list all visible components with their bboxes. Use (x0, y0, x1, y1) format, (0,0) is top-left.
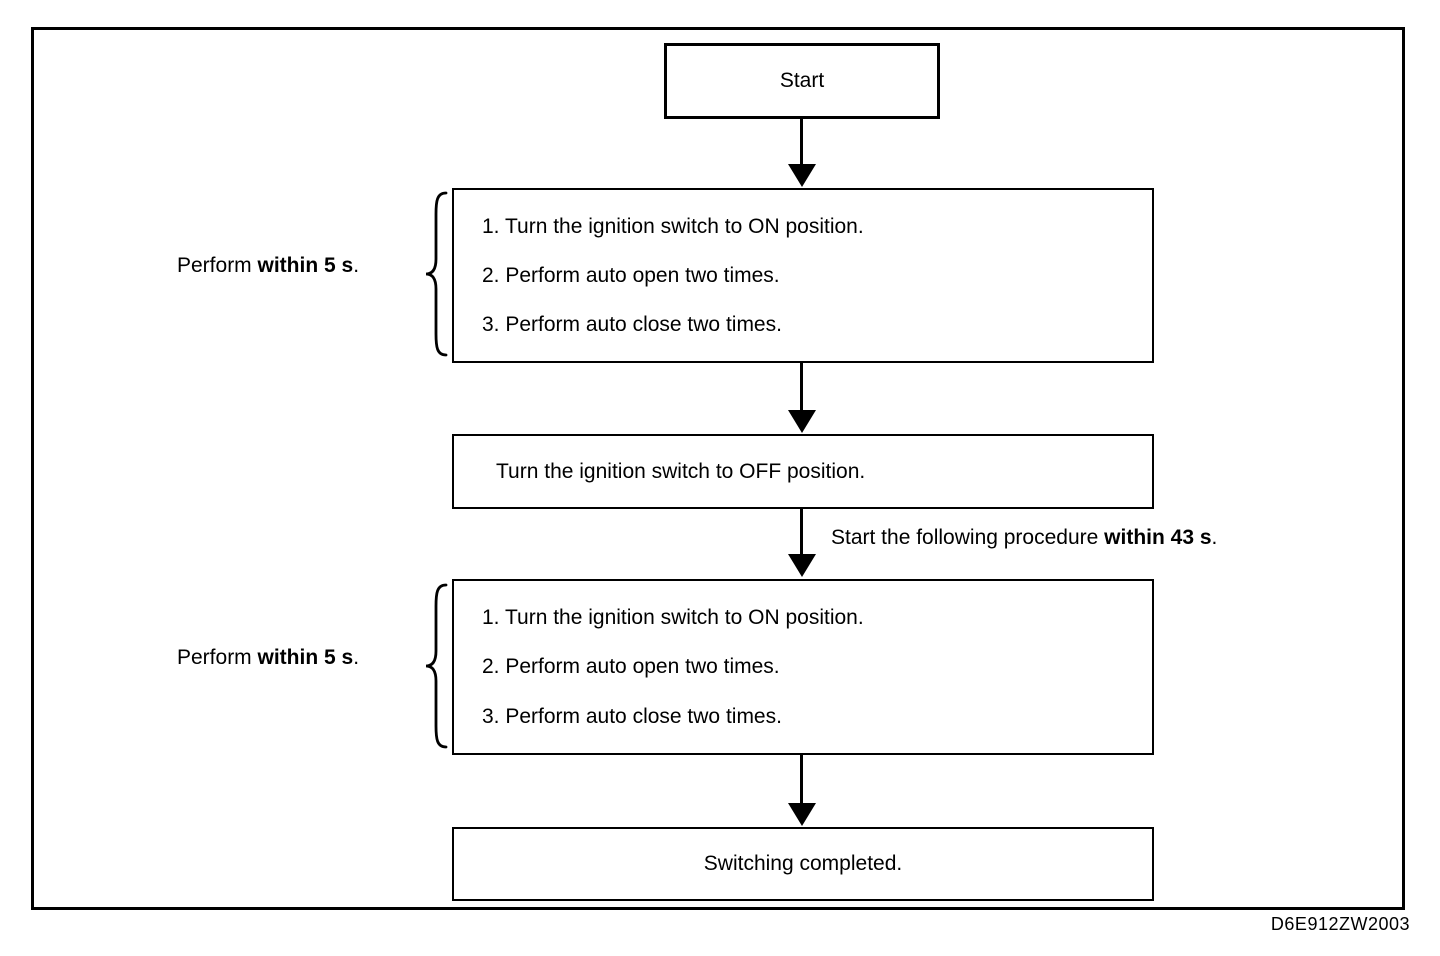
procedure-step: 1. Turn the ignition switch to ON positi… (482, 214, 864, 238)
flow-node-procedure-1: 1. Turn the ignition switch to ON positi… (452, 188, 1154, 363)
side-label-bold-text: within 5 s (257, 254, 354, 277)
down-arrow-line-4 (800, 755, 803, 805)
side-label-perform-within-5s: Perform within 5 s. (177, 646, 359, 670)
side-label-text: Perform (177, 254, 258, 277)
procedure-step: 1. Turn the ignition switch to ON positi… (482, 606, 864, 630)
side-label-period: . (353, 254, 360, 277)
procedure-step: 3. Perform auto close two times. (482, 704, 782, 728)
arrow-label-bold-text: within 43 s (1104, 526, 1212, 549)
side-label-period: . (353, 646, 360, 669)
flow-node-procedure-2: 1. Turn the ignition switch to ON positi… (452, 579, 1154, 755)
flow-node-completed-label: Switching completed. (703, 852, 903, 876)
procedure-step: 3. Perform auto close two times. (482, 312, 782, 336)
down-arrow-icon-4 (788, 803, 816, 826)
down-arrow-icon-3 (788, 554, 816, 577)
down-arrow-line-3 (800, 509, 803, 555)
left-brace-icon (425, 191, 448, 357)
down-arrow-icon-1 (788, 164, 816, 187)
arrow-label-text: Start the following procedure (831, 526, 1105, 549)
flow-node-ignition-off: Turn the ignition switch to OFF position… (452, 434, 1154, 509)
arrow-label-within-43s: Start the following procedure within 43 … (831, 526, 1217, 550)
figure-code: D6E912ZW2003 (1270, 914, 1410, 934)
flow-node-switching-completed: Switching completed. (452, 827, 1154, 901)
left-brace-icon (425, 583, 448, 749)
side-label-text: Perform (177, 646, 258, 669)
arrow-label-period: . (1211, 526, 1218, 549)
down-arrow-line-1 (800, 119, 803, 167)
side-label-bold-text: within 5 s (257, 646, 354, 669)
flow-node-start-label: Start (779, 69, 825, 93)
down-arrow-icon-2 (788, 410, 816, 433)
down-arrow-line-2 (800, 363, 803, 411)
procedure-step: 2. Perform auto open two times. (482, 655, 780, 679)
flow-node-ignition-off-label: Turn the ignition switch to OFF position… (496, 459, 866, 483)
flow-node-start: Start (664, 43, 940, 119)
side-label-perform-within-5s: Perform within 5 s. (177, 254, 359, 278)
procedure-step: 2. Perform auto open two times. (482, 263, 780, 287)
